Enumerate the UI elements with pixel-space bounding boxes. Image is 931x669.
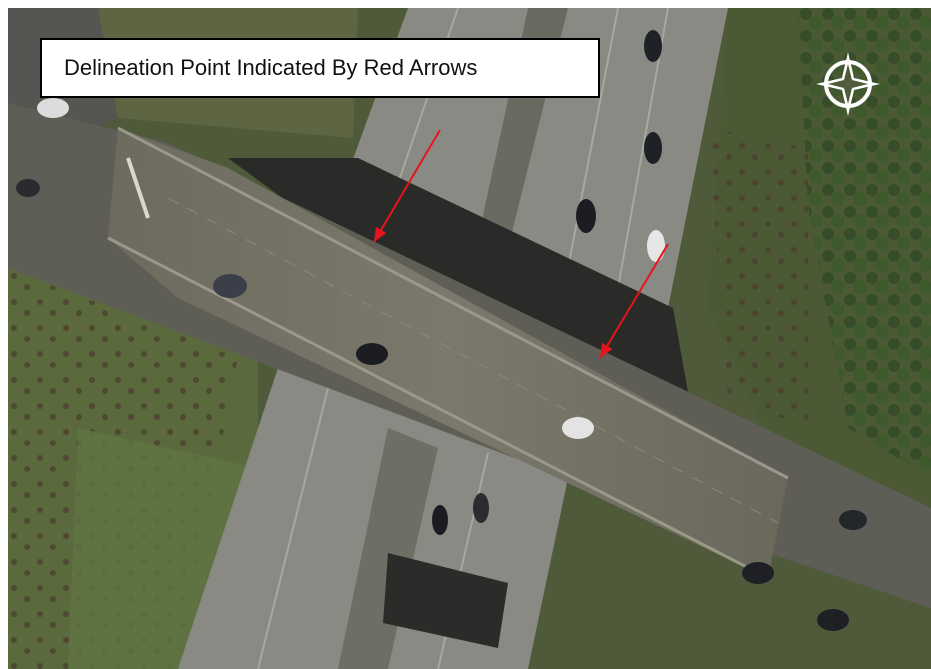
tree-line-right bbox=[798, 8, 931, 478]
vehicles bbox=[16, 30, 867, 631]
red-arrow-1 bbox=[373, 129, 441, 243]
red-arrowhead-1 bbox=[374, 226, 387, 242]
delineation-arrows bbox=[373, 129, 669, 359]
highway-south-median bbox=[338, 428, 438, 669]
sign-shadow bbox=[383, 553, 508, 648]
aerial-imagery bbox=[8, 8, 931, 669]
aerial-map: Delineation Point Indicated By Red Arrow… bbox=[8, 8, 931, 669]
overpass-deck bbox=[108, 128, 788, 578]
shrub-bed-right bbox=[708, 128, 808, 428]
compass-rose-icon bbox=[816, 52, 880, 116]
map-caption: Delineation Point Indicated By Red Arrow… bbox=[40, 38, 600, 98]
red-arrow-2 bbox=[599, 243, 669, 359]
red-arrowhead-2 bbox=[600, 342, 613, 358]
